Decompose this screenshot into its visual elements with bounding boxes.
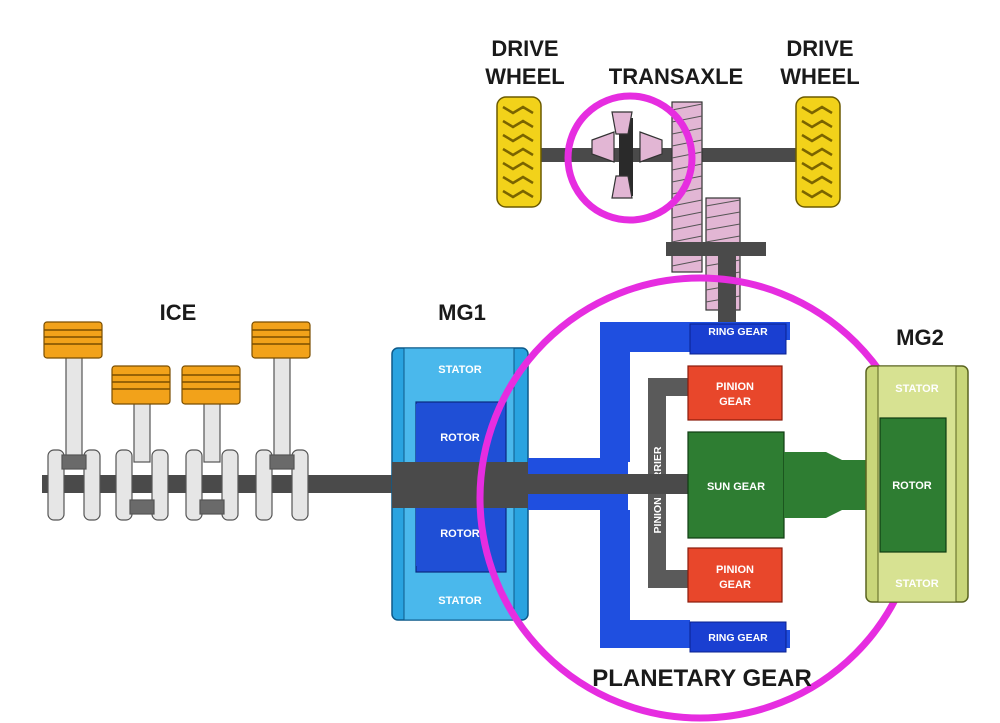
- pinion-gear-bottom-label-line1: PINION: [716, 564, 754, 576]
- piston-2: [111, 365, 171, 463]
- mg2-rotor-label: ROTOR: [892, 480, 932, 492]
- mg1-stator-top-label: STATOR: [438, 364, 481, 376]
- pinion-gear-top: [687, 365, 783, 421]
- mg2: STATOR ROTOR STATOR: [865, 365, 969, 603]
- transaxle-differential: [591, 111, 663, 199]
- pinion-carrier: [648, 378, 688, 588]
- planetary-gear-label: PLANETARY GEAR: [592, 665, 812, 692]
- piston-4: [251, 321, 311, 463]
- ring-gear-bottom: [689, 621, 787, 653]
- mg2-stator-top-label: STATOR: [895, 383, 938, 395]
- drive-axle-assembly: [496, 96, 841, 326]
- mg1-rotor-top-label: ROTOR: [440, 432, 480, 444]
- crank-throws: [47, 449, 309, 521]
- piston-3: [181, 365, 241, 463]
- ring-gear-top-label: RING GEAR: [708, 326, 768, 338]
- planetary-gear-set: RING GEAR RING GEAR PINION CARRIER PINIO…: [528, 322, 880, 653]
- transaxle-label: TRANSAXLE: [609, 64, 743, 89]
- mg1-stator-bottom-label: STATOR: [438, 595, 481, 607]
- pinion-gear-top-label-line1: PINION: [716, 381, 754, 393]
- counter-gear: [666, 197, 766, 326]
- transaxle-highlight-circle: [564, 92, 696, 224]
- drive-wheel-right-label-line2: WHEEL: [780, 64, 859, 89]
- ring-gear-bottom-label: RING GEAR: [708, 632, 768, 644]
- main-shaft: [528, 474, 688, 494]
- pinion-gear-bottom: [687, 547, 783, 603]
- sun-gear: [687, 431, 785, 539]
- ice-label: ICE: [160, 300, 197, 325]
- piston-1: [43, 321, 103, 463]
- sun-gear-shaft: [784, 452, 880, 518]
- mg2-rotor: [879, 417, 947, 553]
- drive-wheel-left-label-line2: WHEEL: [485, 64, 564, 89]
- ring-gear-top: [689, 323, 787, 355]
- mg2-stator-bottom-label: STATOR: [895, 578, 938, 590]
- pinion-gear-bottom-label-line2: GEAR: [719, 579, 751, 591]
- drive-wheel-left-label-line1: DRIVE: [491, 36, 558, 61]
- mg1-rotor-bottom-label: ROTOR: [440, 528, 480, 540]
- drive-wheel-right: [795, 96, 841, 208]
- pinion-gear-top-label-line2: GEAR: [719, 396, 751, 408]
- mg2-label: MG2: [896, 325, 944, 350]
- drive-wheel-right-label-line1: DRIVE: [786, 36, 853, 61]
- sun-gear-label: SUN GEAR: [707, 481, 765, 493]
- mg1-label: MG1: [438, 300, 486, 325]
- drive-wheel-left: [496, 96, 542, 208]
